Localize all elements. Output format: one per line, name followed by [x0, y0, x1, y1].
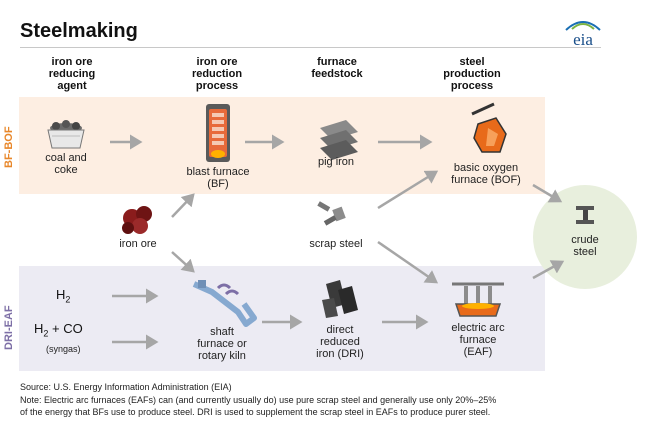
iron-ore-icon [122, 206, 152, 234]
label-line: reduced [320, 336, 360, 348]
title-rule [20, 47, 601, 48]
label-line: coke [54, 164, 78, 176]
logo-arc-green [571, 23, 595, 30]
label-line: electric arc [451, 322, 505, 334]
label-line: rotary kiln [198, 350, 246, 362]
header-line: reducing [48, 68, 96, 80]
header-line: iron ore [51, 56, 93, 68]
label-crude-steel: crude steel [560, 234, 610, 258]
arrow-eaf-to-crude [532, 260, 565, 280]
eaf-icon [452, 282, 504, 317]
arrow-ore-to-bf [171, 193, 195, 218]
header-line: iron ore [196, 56, 238, 68]
header-furnace-feedstock: furnace feedstock [295, 56, 379, 80]
h2-symbol: H [56, 287, 66, 302]
label-h2-co: H2 + CO [34, 322, 83, 341]
h2-subscript: 2 [65, 294, 71, 305]
h2co-symbol: H [34, 321, 44, 336]
label-shaft-furnace: shaft furnace or rotary kiln [180, 326, 264, 362]
note-line-1: Note: Electric arc furnaces (EAFs) can (… [20, 395, 497, 405]
bof-icon [471, 102, 507, 153]
h2co-rest: + CO [48, 321, 83, 336]
label-line: basic oxygen [453, 162, 519, 174]
header-production-process: steel production process [430, 56, 514, 92]
label-bof: basic oxygen furnace (BOF) [440, 162, 532, 186]
header-line: process [450, 80, 494, 92]
label-line: shaft [210, 326, 234, 338]
label-line: direct [326, 324, 354, 336]
label-dri: direct reduced iron (DRI) [300, 324, 380, 360]
eia-logo: eia [565, 21, 601, 48]
label-line: iron (DRI) [316, 348, 364, 360]
page-title: Steelmaking [20, 20, 138, 42]
label-h2: H2 [56, 288, 70, 307]
header-line: reduction [191, 68, 243, 80]
label-blast-furnace: blast furnace (BF) [176, 166, 260, 190]
label-iron-ore: iron ore [119, 238, 157, 250]
label-line: furnace or [197, 338, 247, 350]
label-line: blast furnace [186, 166, 250, 178]
scrap-steel-icon [317, 201, 346, 226]
label-line: steel [573, 246, 597, 258]
label-line: (EAF) [463, 346, 493, 358]
header-reducing-agent: iron ore reducing agent [30, 56, 114, 92]
label-line: furnace (BOF) [451, 174, 521, 186]
header-reduction-process: iron ore reduction process [175, 56, 259, 92]
arrow-bof-to-crude [532, 183, 563, 203]
label-line: furnace [459, 334, 497, 346]
header-line: furnace [317, 56, 357, 68]
h2co-subscript: 2 [43, 328, 49, 339]
logo-arc-blue [565, 21, 601, 31]
label-scrap-steel: scrap steel [309, 238, 363, 250]
pig-iron-icon [320, 120, 358, 160]
header-line: steel [459, 56, 485, 68]
dri-icon [322, 280, 358, 318]
blast-furnace-icon [206, 104, 230, 162]
arrow-scrap-to-eaf [377, 240, 439, 284]
arrow-scrap-to-bof [377, 170, 439, 210]
label-coal-and-coke: coal and coke [30, 152, 102, 176]
logo-text: eia [573, 30, 593, 48]
label-line: crude [571, 234, 599, 246]
header-line: process [195, 80, 239, 92]
shaft-furnace-icon [192, 280, 257, 327]
arrow-ore-to-shaft [171, 251, 195, 273]
coal-cart-icon [47, 120, 85, 149]
label-line: coal and [45, 152, 87, 164]
header-line: production [443, 68, 501, 80]
label-syngas: (syngas) [46, 344, 81, 354]
label-line: (BF) [207, 178, 229, 190]
crude-steel-icon [576, 206, 594, 224]
header-line: feedstock [311, 68, 363, 80]
source-text: Source: U.S. Energy Information Administ… [20, 382, 232, 392]
label-pig-iron: pig iron [317, 156, 355, 168]
label-eaf: electric arc furnace (EAF) [436, 322, 520, 358]
header-line: agent [57, 80, 87, 92]
note-line-2: of the energy that BFs use to produce st… [20, 407, 491, 417]
